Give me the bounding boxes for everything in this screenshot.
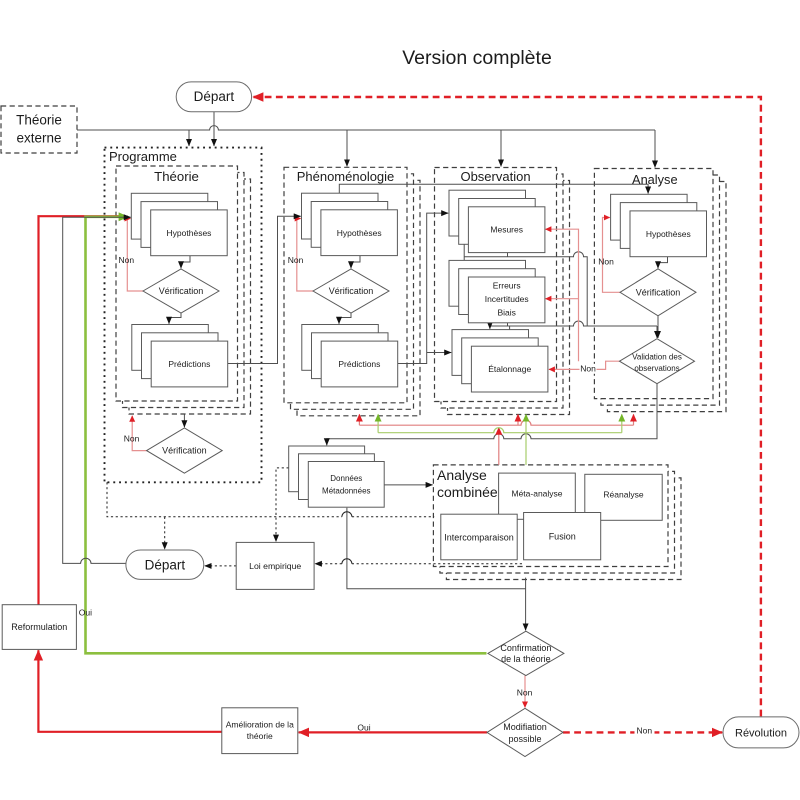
svg-text:Non: Non [119,255,135,265]
svg-text:Amélioration de la: Amélioration de la [226,719,294,729]
svg-text:Théorie: Théorie [16,113,62,128]
svg-text:Hypothèses: Hypothèses [337,228,382,238]
svg-text:théorie: théorie [247,731,273,741]
svg-text:externe: externe [16,131,61,146]
svg-text:Phénoménologie: Phénoménologie [297,169,395,184]
svg-text:Version complète: Version complète [402,47,552,69]
svg-text:Vérification: Vérification [636,287,681,297]
svg-text:combinée: combinée [437,484,498,500]
svg-text:Départ: Départ [194,89,235,104]
svg-text:Non: Non [637,726,653,736]
svg-text:Vérification: Vérification [162,446,207,456]
svg-text:Mesures: Mesures [490,225,523,235]
svg-text:Non: Non [598,257,614,267]
svg-text:Étalonnage: Étalonnage [488,364,531,374]
svg-text:Réanalyse: Réanalyse [603,490,643,500]
svg-text:Biais: Biais [497,308,515,318]
svg-text:Non: Non [517,687,533,697]
svg-text:Métadonnées: Métadonnées [322,487,370,496]
svg-text:Données: Données [330,474,362,483]
svg-text:Incertitudes: Incertitudes [485,294,529,304]
svg-text:Validation des: Validation des [632,352,682,361]
svg-text:Oui: Oui [357,722,370,732]
svg-text:Confirmation: Confirmation [500,643,551,653]
svg-text:Intercomparaison: Intercomparaison [444,532,514,542]
svg-text:Hypothèses: Hypothèses [646,229,691,239]
svg-text:Prédictions: Prédictions [168,359,210,369]
svg-text:Non: Non [580,364,596,374]
svg-text:Théorie: Théorie [154,169,199,184]
svg-text:Reformulation: Reformulation [11,622,67,632]
svg-text:Analyse: Analyse [437,467,487,483]
svg-text:Non: Non [288,255,304,265]
svg-text:Programme: Programme [109,149,177,164]
svg-text:Fusion: Fusion [549,531,576,541]
svg-text:observations: observations [634,364,679,373]
svg-text:Départ: Départ [145,557,186,572]
svg-text:Non: Non [124,433,140,443]
svg-text:Oui: Oui [79,607,92,617]
svg-text:Erreurs: Erreurs [493,281,521,291]
svg-text:Observation: Observation [460,169,530,184]
svg-text:Loi empirique: Loi empirique [249,561,301,571]
svg-text:Prédictions: Prédictions [338,359,380,369]
svg-text:Méta-analyse: Méta-analyse [511,488,562,498]
svg-text:Vérification: Vérification [329,286,374,296]
svg-text:Vérification: Vérification [159,286,204,296]
svg-text:Modifiation: Modifiation [503,722,547,732]
svg-text:Analyse: Analyse [632,172,678,187]
svg-text:Révolution: Révolution [735,727,787,739]
svg-text:de la théorie: de la théorie [501,654,551,664]
svg-text:possible: possible [508,734,541,744]
svg-text:Hypothèses: Hypothèses [167,228,212,238]
